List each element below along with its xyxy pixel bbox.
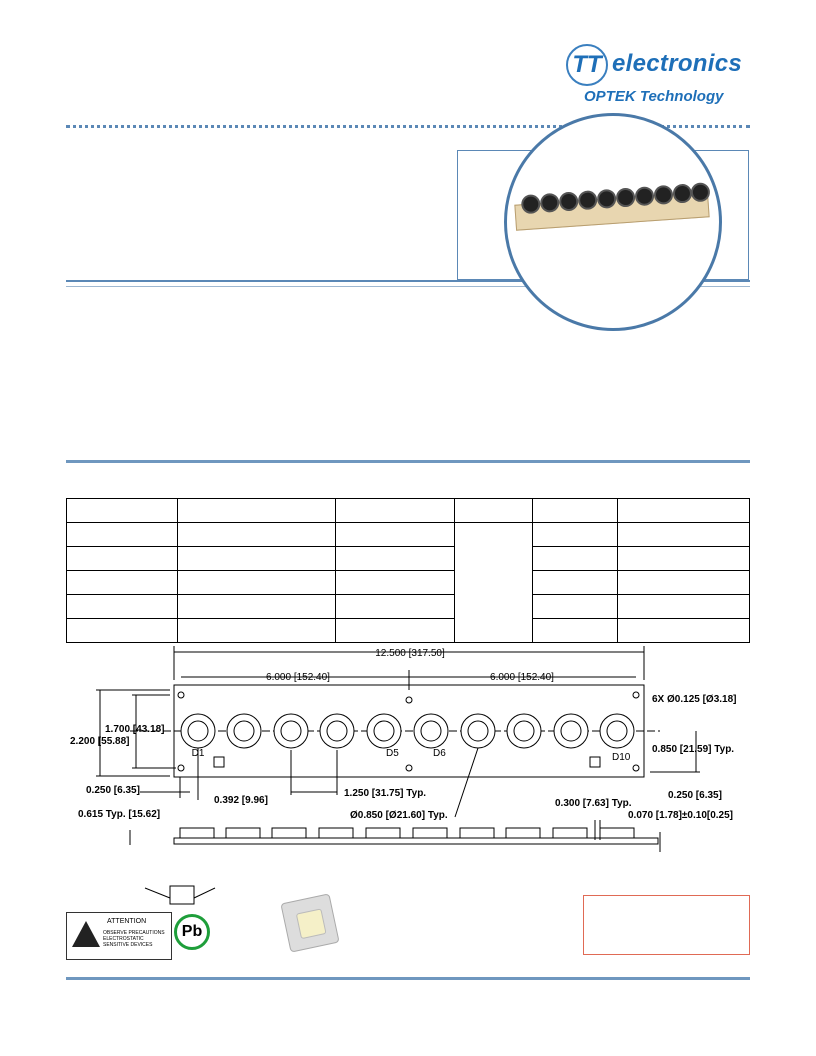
esd-warning-icon (72, 921, 100, 947)
dim-side-gap: 0.300 [7.63] Typ. (555, 798, 632, 809)
logo-wordmark: electronics (612, 50, 743, 77)
dim-mount-holes: 6X Ø0.125 [Ø3.18] (652, 694, 737, 705)
dim-half-span-left: 6.000 [152.40] (266, 672, 330, 683)
table-row (66, 618, 750, 643)
dim-board-thickness: 0.070 [1.78]±0.10[0.25] (628, 810, 733, 821)
tt-logo-mark: TT (566, 44, 608, 86)
dim-half-span-right: 6.000 [152.40] (490, 672, 554, 683)
dim-edge-right: 0.250 [6.35] (668, 790, 722, 801)
esd-line: OBSERVE PRECAUTIONS (103, 930, 165, 936)
table-row (66, 546, 750, 571)
spec-table (66, 498, 750, 643)
dim-edge-left: 0.250 [6.35] (86, 785, 140, 796)
footer-rule (66, 977, 750, 980)
led-label-d6: D6 (433, 748, 446, 759)
dim-total-height: 2.200 [55.88] (70, 736, 130, 747)
led-emitter (295, 908, 327, 940)
dim-first-led-offset: 0.392 [9.96] (214, 795, 268, 806)
dim-center-height: 0.850 [21.59] Typ. (652, 744, 734, 755)
esd-line: SENSITIVE DEVICES (103, 942, 153, 948)
section-rule (66, 460, 750, 463)
header-rule-thin (66, 286, 750, 287)
header-rule (66, 280, 750, 282)
dim-overall-length: 12.500 [317.50] (375, 648, 445, 659)
assembly-sketch (144, 885, 216, 905)
dim-side-height: 0.615 Typ. [15.62] (78, 809, 160, 820)
table-row (66, 498, 750, 523)
dim-led-diameter: Ø0.850 [Ø21.60] Typ. (350, 810, 448, 821)
led-bar-board (514, 182, 711, 231)
dim-pitch: 1.250 [31.75] Typ. (344, 788, 426, 799)
product-photo (504, 113, 722, 331)
esd-body: OBSERVE PRECAUTIONS ELECTROSTATIC SENSIT… (103, 930, 165, 948)
esd-line: ELECTROSTATIC (103, 936, 144, 942)
logo-subtitle: OPTEK Technology (584, 88, 724, 105)
dim-hole-height: 1.700 [43.18] (105, 724, 165, 735)
table-row (66, 570, 750, 595)
esd-title: ATTENTION (107, 918, 147, 925)
smd-led-photo (280, 893, 340, 953)
dotted-divider (66, 125, 750, 128)
led-label-d1: D1 (192, 748, 205, 759)
esd-warning-label: ATTENTION OBSERVE PRECAUTIONS ELECTROSTA… (66, 912, 172, 960)
mechanical-drawing: 12.500 [317.50] 6.000 [152.40] 6.000 [15… (70, 646, 737, 852)
led-label-d10: D10 (612, 752, 631, 763)
notice-box (583, 895, 750, 955)
pb-free-icon: Pb (174, 914, 210, 950)
led-label-d5: D5 (386, 748, 399, 759)
table-row (66, 594, 750, 619)
table-row (66, 522, 750, 643)
